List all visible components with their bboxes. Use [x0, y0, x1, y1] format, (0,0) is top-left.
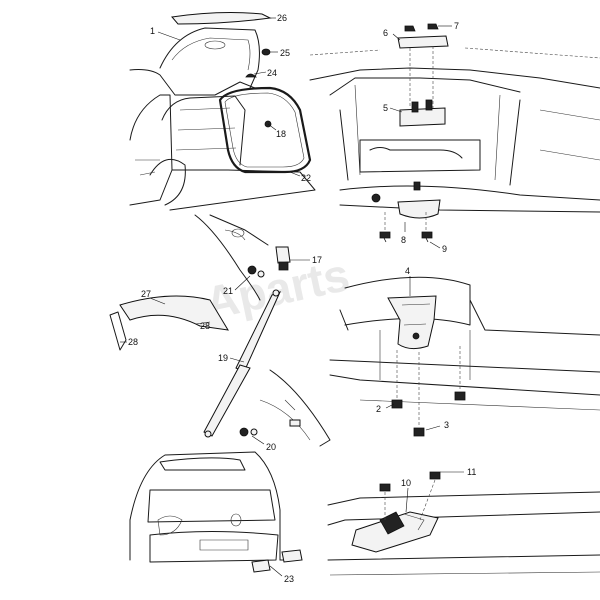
callout-10: 10: [401, 478, 411, 488]
part-5-striker: [399, 107, 446, 127]
callout-1: 1: [150, 26, 155, 36]
callout-26: 26: [277, 13, 287, 23]
body-lower-edge: [269, 369, 331, 447]
part-28-trim-left: [109, 311, 127, 351]
callout-11: 11: [467, 467, 476, 477]
strut-view: [109, 214, 331, 447]
part-11-bolt-b: [429, 471, 441, 480]
part-7-nut-a: [404, 25, 416, 32]
callout-22: 22: [301, 173, 311, 183]
callout-28-left: 28: [128, 337, 138, 347]
part-9-bolt: [421, 231, 433, 243]
callout-labels: 1 2 3 4 5 6 7 8 9 10 11 17 18 19 20 21 2…: [128, 13, 476, 584]
part-22-tailgate-seal: [218, 86, 312, 174]
part-23-lamp-a: [281, 549, 303, 563]
car-body-rear: [129, 69, 256, 96]
part-8-bolt: [379, 231, 391, 243]
part-27-spoiler: [119, 295, 229, 331]
part-21-ball-stud: [247, 265, 257, 275]
callout-3: 3: [444, 420, 449, 430]
part-10-striker-plate: [351, 511, 439, 553]
panel-recess: [359, 139, 481, 173]
callout-23: 23: [284, 574, 294, 584]
rear-panel-top: [309, 67, 600, 89]
part-20-ball-stud: [239, 427, 249, 437]
body-edge: [194, 214, 261, 301]
callout-25: 25: [280, 48, 290, 58]
latch-top-view: [309, 23, 600, 243]
callout-6: 6: [383, 28, 388, 38]
part-4-lock: [387, 295, 437, 350]
callout-19: 19: [218, 353, 228, 363]
part-7-nut-b: [427, 23, 439, 30]
part-8-bracket: [397, 199, 441, 219]
callout-5: 5: [383, 103, 388, 113]
panel-upper: [327, 491, 600, 506]
callout-leaders: [120, 17, 464, 577]
lower-panel: [344, 276, 471, 326]
plug-dot: [371, 193, 381, 203]
part-6-bracket: [397, 35, 449, 49]
tailgate-panel: [159, 27, 260, 89]
callout-8: 8: [401, 235, 406, 245]
part-11-bolt-a: [379, 483, 391, 492]
callout-7: 7: [454, 21, 459, 31]
callout-24: 24: [267, 68, 277, 78]
callout-2: 2: [376, 404, 381, 414]
part-23-lamp-b: [251, 559, 271, 573]
part-17-bumper: [275, 246, 291, 264]
tailgate-open-view: [129, 12, 316, 211]
car-rear-view: [129, 451, 303, 573]
callout-4: 4: [405, 266, 410, 276]
striker-view: [327, 471, 600, 576]
callout-17: 17: [312, 255, 322, 265]
part-5-stud-b: [425, 99, 433, 111]
car-rear-outline: [129, 451, 281, 561]
part-19-strut-body: [203, 364, 251, 437]
part-25-stop: [261, 48, 271, 56]
callout-28-right: 28: [200, 321, 210, 331]
callout-9: 9: [442, 244, 447, 254]
part-3-bolt: [413, 427, 425, 437]
callout-21: 21: [223, 286, 233, 296]
part-5-stud-a: [411, 101, 419, 113]
callout-27: 27: [141, 289, 151, 299]
lock-view: [329, 276, 600, 437]
callout-20: 20: [266, 442, 276, 452]
callout-18: 18: [276, 129, 286, 139]
part-26-spoiler: [171, 12, 272, 25]
part-24-stop: [245, 73, 257, 78]
